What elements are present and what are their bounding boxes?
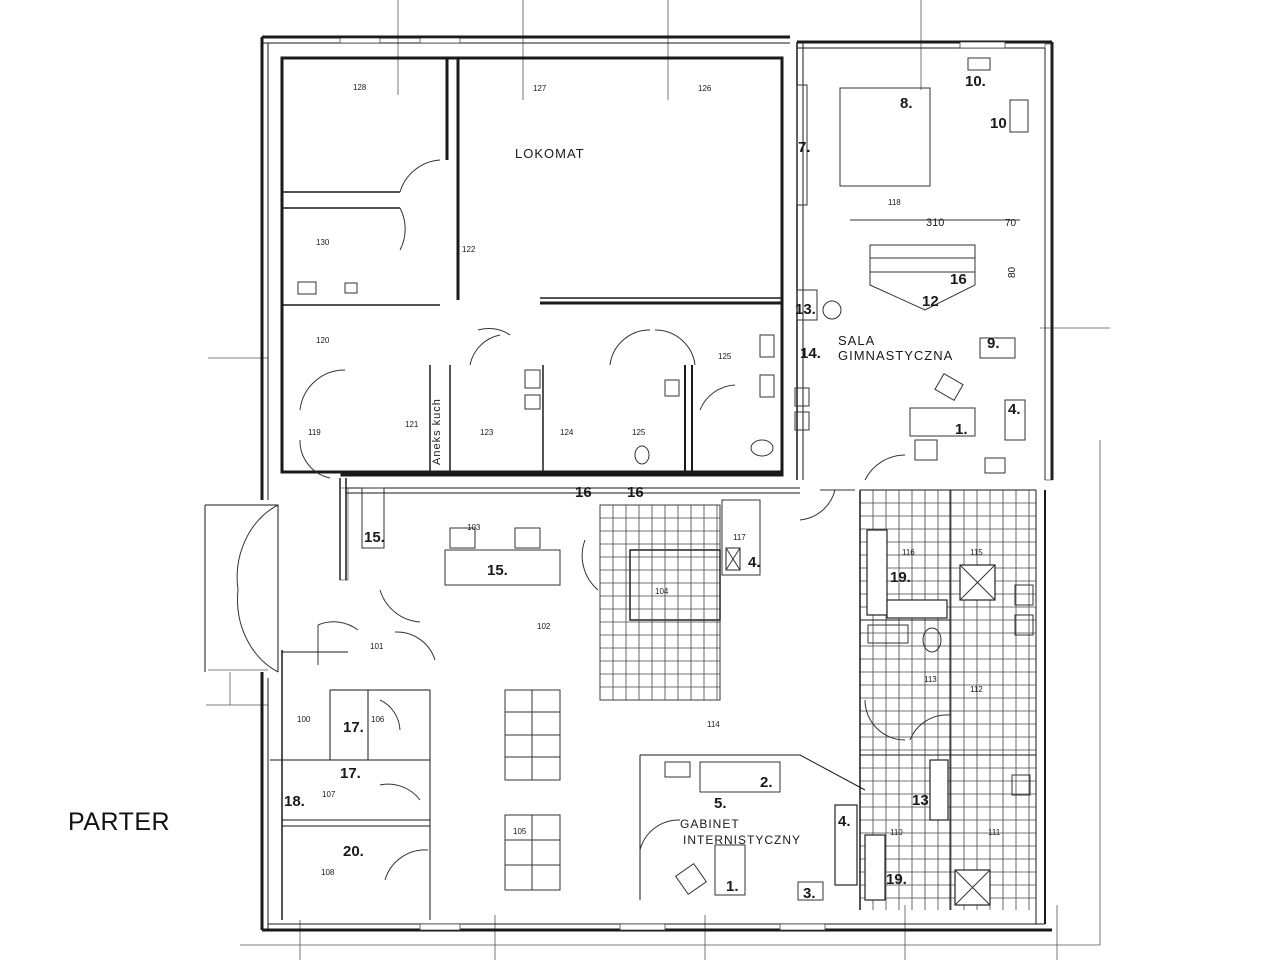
equipment-2: 2. — [760, 774, 773, 791]
equipment-13-gym: 13. — [795, 301, 816, 318]
floor-plan-label: PARTER — [68, 808, 171, 836]
equipment-14: 14. — [800, 345, 821, 362]
equipment-12: 12 — [922, 293, 939, 310]
room-108: 108 — [321, 868, 335, 877]
room-116: 116 — [902, 548, 915, 557]
room-120: 120 — [316, 336, 330, 345]
equipment-16-hall-b: 16 — [627, 484, 644, 501]
sala-label: SALA — [838, 333, 875, 348]
equipment-4-cabinet: 4. — [838, 813, 851, 830]
axis-lines — [206, 0, 1110, 960]
room-123: 123 — [480, 428, 494, 437]
room-101: 101 — [370, 642, 384, 651]
lokomat-label: LOKOMAT — [515, 146, 585, 161]
equipment-1-cabinet: 1. — [726, 878, 739, 895]
room-106: 106 — [371, 715, 385, 724]
room-114: 114 — [707, 720, 720, 729]
equipment-20: 20. — [343, 843, 364, 860]
equipment-17-lower: 17. — [340, 765, 361, 782]
equipment-19-bottom: 19. — [886, 871, 907, 888]
room-117: 117 — [733, 533, 746, 542]
outer-walls — [204, 35, 1054, 932]
dimension-70: 70 — [1005, 218, 1017, 229]
room-labels: 128 127 126 118 130 122 120 125 119 121 … — [297, 83, 1001, 877]
equipment-4-stair: 4. — [748, 554, 761, 571]
equipment-19-top: 19. — [890, 569, 911, 586]
sanitary-walls — [721, 489, 1036, 910]
room-112: 112 — [970, 685, 983, 694]
room-104: 104 — [655, 587, 669, 596]
room-111: 111 — [988, 828, 1001, 837]
gabinet-label: GABINET — [680, 817, 740, 831]
room-124: 124 — [560, 428, 574, 437]
room-130: 130 — [316, 238, 330, 247]
equipment-15-desk: 15. — [487, 562, 508, 579]
room-121: 121 — [405, 420, 419, 429]
equipment-5: 5. — [714, 795, 727, 812]
equipment-13-sanitary: 13 — [912, 792, 929, 809]
equipment-16-gym: 16 — [950, 271, 967, 288]
equipment-18: 18. — [284, 793, 305, 810]
internistyczny-label: INTERNISTYCZNY — [683, 833, 801, 847]
tiled-sanitary-area — [599, 489, 1036, 910]
aneks-label: Aneks kuch — [431, 398, 443, 465]
room-107: 107 — [322, 790, 336, 799]
equipment-16-hall-a: 16 — [575, 484, 592, 501]
room-118: 118 — [888, 198, 901, 207]
gimnastyczna-label: GIMNASTYCZNA — [838, 348, 953, 363]
room-110: 110 — [890, 828, 903, 837]
equipment-8: 8. — [900, 95, 913, 112]
room-125-south: 125 — [632, 428, 646, 437]
gym-area — [794, 42, 1029, 521]
room-125-north: 128 — [353, 83, 367, 92]
room-113: 113 — [924, 675, 937, 684]
dimension-310: 310 — [926, 217, 944, 229]
equipment-17-upper: 17. — [343, 719, 364, 736]
equipment-3: 3. — [803, 885, 816, 902]
room-127: 126 — [698, 84, 712, 93]
room-103: 103 — [467, 523, 481, 532]
room-102: 102 — [537, 622, 551, 631]
room-100: 100 — [297, 715, 311, 724]
room-119: 119 — [308, 428, 321, 437]
equipment-15-left: 15. — [364, 529, 385, 546]
dimension-80: 80 — [1007, 266, 1018, 278]
equipment-9: 9. — [987, 335, 1000, 352]
lokomat-block — [280, 56, 784, 479]
equipment-10: 10 — [990, 115, 1007, 132]
equipment-4-gym: 4. — [1008, 401, 1021, 418]
room-128: 127 — [533, 84, 547, 93]
equipment-10-top: 10. — [965, 73, 986, 90]
room-122: 122 — [462, 245, 476, 254]
equipment-1-gym: 1. — [955, 421, 968, 438]
room-105: 105 — [513, 827, 527, 836]
equipment-7: 7. — [798, 139, 811, 156]
room-115: 115 — [970, 548, 983, 557]
room-126: 125 — [718, 352, 732, 361]
central-walls — [270, 478, 866, 920]
furniture-labels: 10. 8. 10 7. 16 12 13. 9. 14. 4. 1. 16 1… — [284, 73, 1021, 902]
